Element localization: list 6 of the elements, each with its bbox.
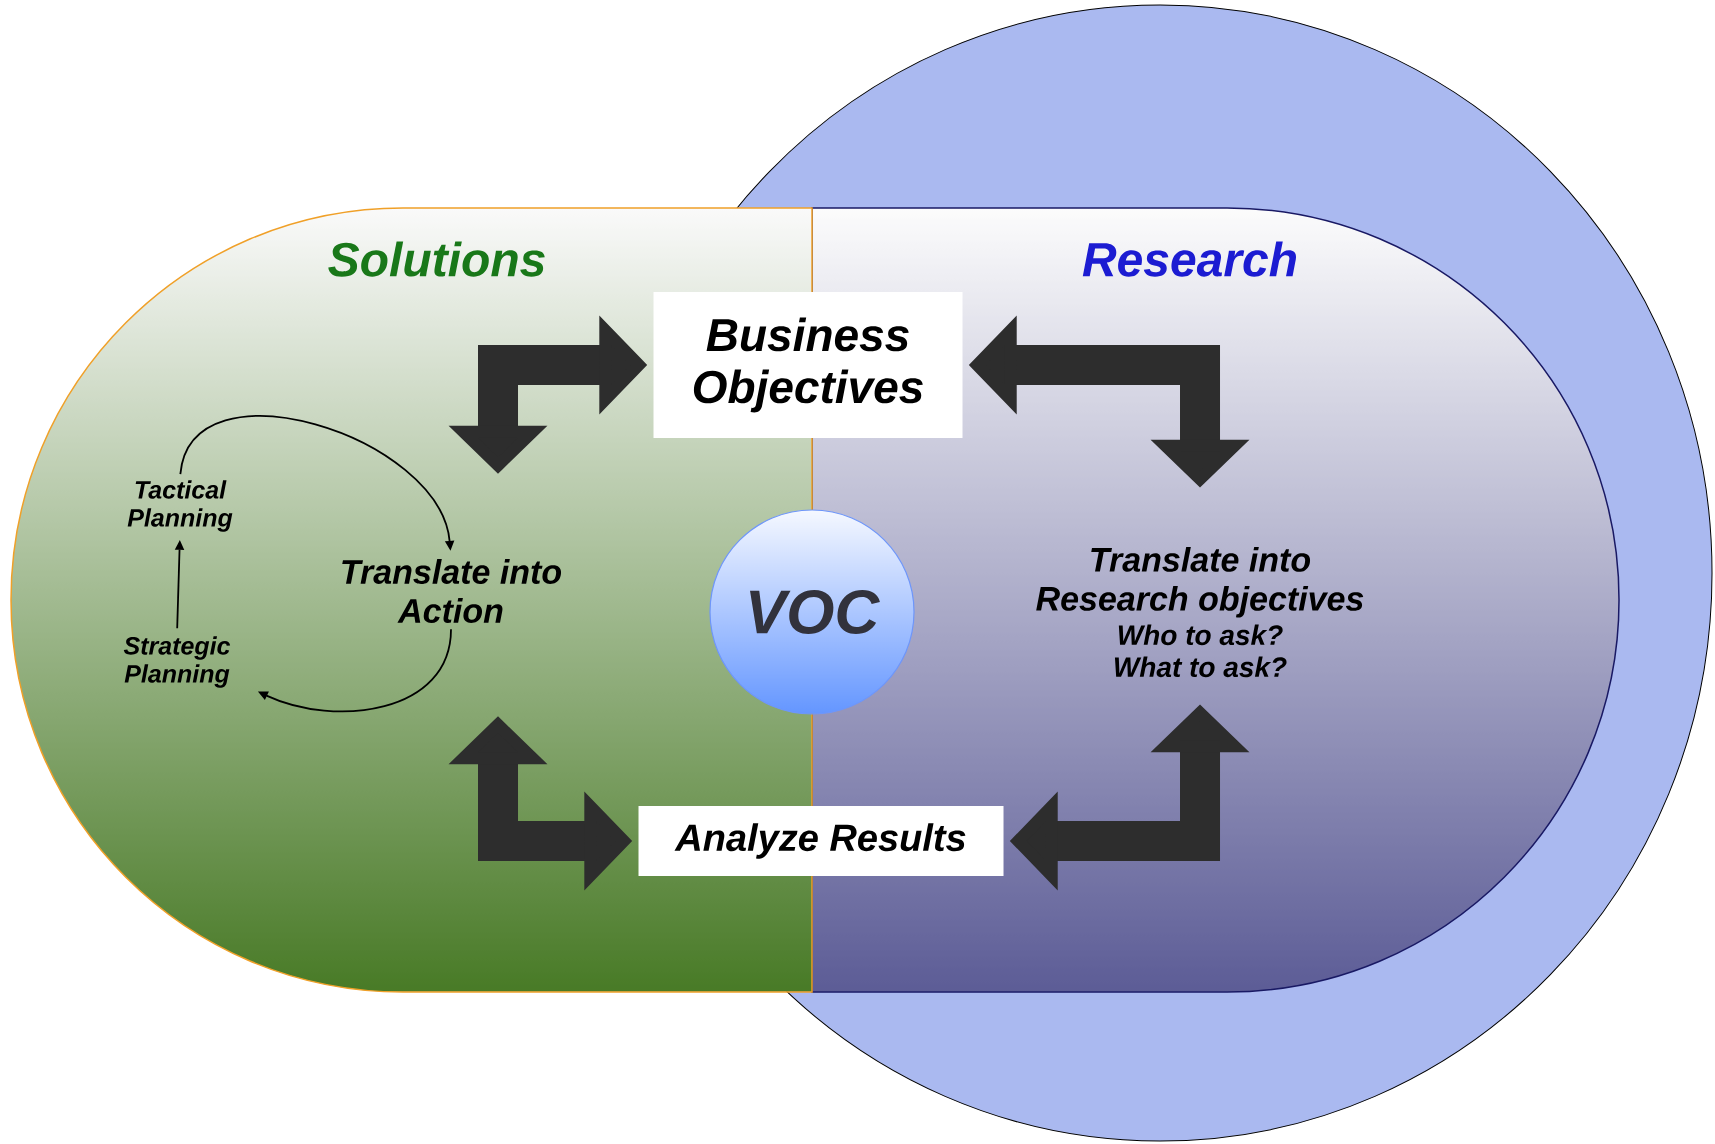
step-text: Translate into Research objectives Who to ask? What to ask? [1036, 546, 1364, 678]
title-box: Analyze Results [638, 806, 1004, 876]
title-box: Business Objectives [653, 292, 963, 438]
step-text: Translate into Action [342, 559, 562, 623]
step-text: Tactical Planning [127, 480, 233, 532]
step-text: Strategic Planning [123, 636, 231, 688]
